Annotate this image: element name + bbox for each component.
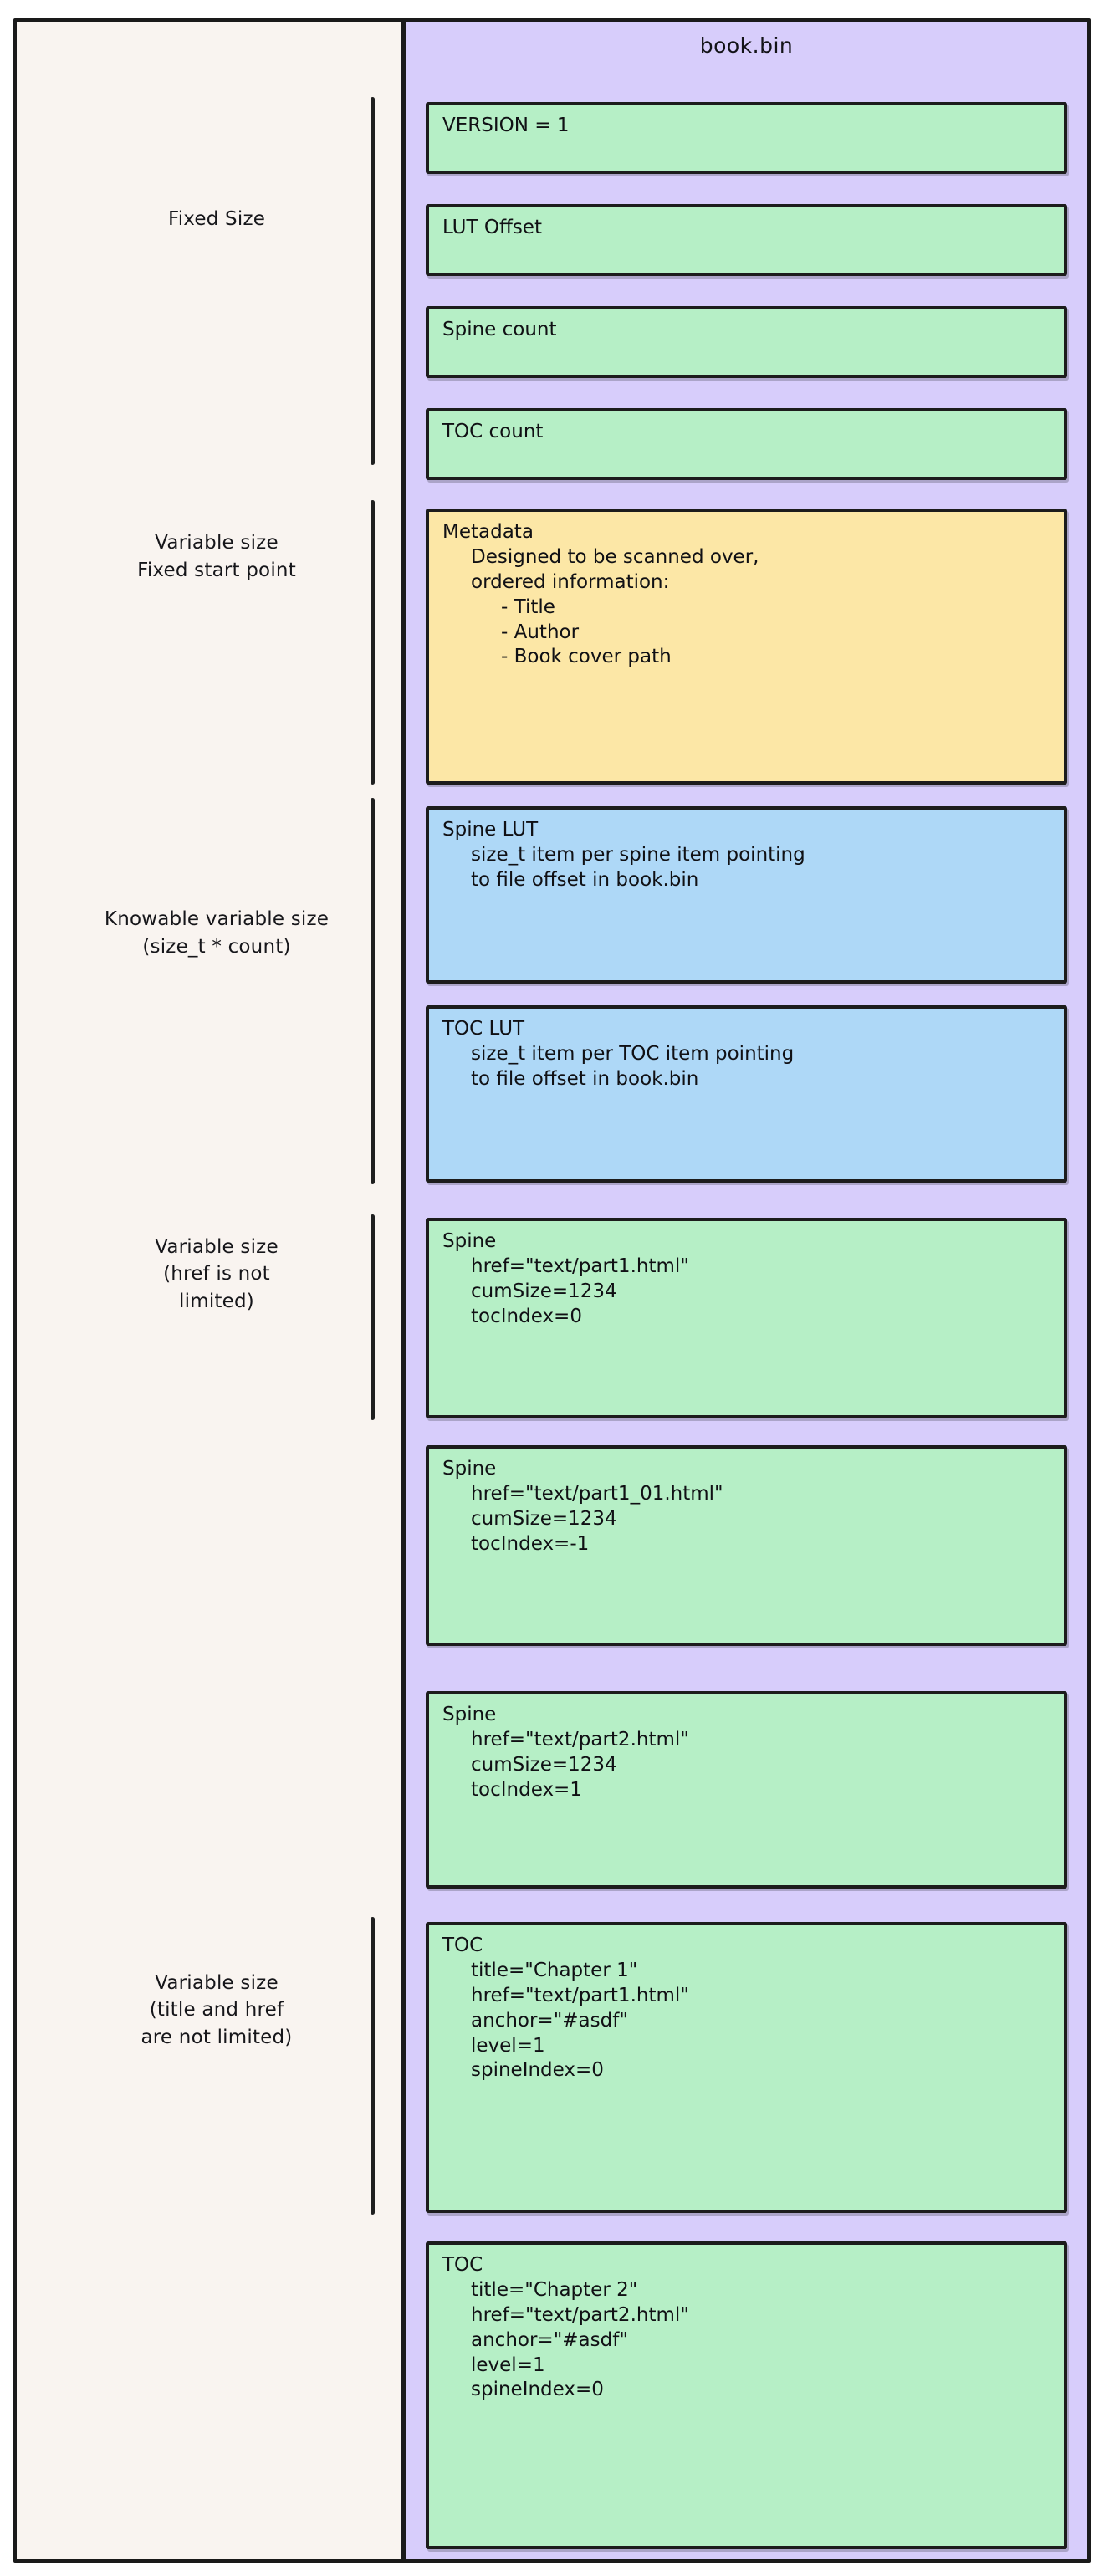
section-line: href="text/part2.html" (471, 1728, 689, 1751)
section-line: Metadata (442, 521, 534, 543)
section-line: anchor="#asdf" (471, 2009, 628, 2032)
section-line: cumSize=1234 (471, 1753, 617, 1776)
annotation-line: Variable size (155, 532, 279, 554)
section-line: href="text/part1.html" (471, 1984, 689, 2006)
section-line: - Title (501, 595, 555, 618)
annotation-line: (size_t * count) (142, 935, 291, 958)
section-line: to file offset in book.bin (471, 1067, 699, 1090)
section-line: cumSize=1234 (471, 1507, 617, 1530)
section-line: size_t item per TOC item pointing (471, 1042, 795, 1065)
annotation-line: Variable size (155, 1971, 279, 1994)
section-line: - Author (501, 621, 580, 643)
file-title: book.bin (699, 33, 794, 58)
section-line: Spine (442, 1704, 497, 1725)
section-line: to file offset in book.bin (471, 868, 699, 891)
section-line: Spine (442, 1230, 497, 1252)
annotation-line: Fixed Size (167, 207, 266, 230)
annotation-line: Fixed start point (137, 559, 296, 581)
section-line: spineIndex=0 (471, 2379, 604, 2401)
bracket-variable-title-href (371, 1917, 375, 2215)
section-line: level=1 (471, 2034, 545, 2057)
section-line: - Book cover path (501, 646, 672, 668)
bracket-variable-fixed-start (371, 500, 375, 785)
section-line: title="Chapter 2" (471, 2278, 638, 2301)
section-version: VERSION = 1 (426, 102, 1067, 174)
section-line: TOC count (442, 421, 544, 442)
section-line: href="text/part2.html" (471, 2303, 689, 2326)
section-line: href="text/part1_01.html" (471, 1482, 723, 1505)
annotation-line: (href is not (163, 1263, 270, 1285)
section-lut-offset: LUT Offset (426, 204, 1067, 276)
section-line: TOC LUT (442, 1018, 525, 1040)
annotation-line: Variable size (155, 1235, 279, 1258)
section-line: tocIndex=-1 (471, 1532, 590, 1555)
annotation-fixed-size: Fixed Size (79, 206, 355, 233)
annotation-line: Knowable variable size (104, 908, 330, 930)
section-toc-entry-1: TOC title="Chapter 1" href="text/part1.htm… (426, 1922, 1067, 2213)
section-line: cumSize=1234 (471, 1280, 617, 1302)
annotation-knowable-variable-size: Knowable variable size (size_t * count) (79, 906, 355, 960)
section-spine-entry-1: Spine href="text/part1.html" cumSize=1234 t… (426, 1218, 1067, 1418)
section-spine-count: Spine count (426, 306, 1067, 378)
bracket-fixed-size (371, 97, 375, 465)
section-toc-count: TOC count (426, 408, 1067, 480)
section-line: tocIndex=1 (471, 1778, 582, 1801)
annotation-variable-title-href: Variable size (title and href are not limi… (79, 1970, 355, 2052)
section-line: LUT Offset (442, 217, 542, 238)
annotation-line: are not limited) (141, 2026, 293, 2048)
section-line: TOC (442, 2254, 483, 2276)
section-line: Spine (442, 1458, 497, 1480)
bracket-knowable-variable-size (371, 798, 375, 1184)
section-line: Spine count (442, 319, 557, 340)
section-line: Designed to be scanned over, (471, 545, 759, 568)
section-line: spineIndex=0 (471, 2059, 604, 2082)
annotation-line: limited) (179, 1290, 254, 1312)
section-line: size_t item per spine item pointing (471, 843, 805, 866)
section-line: href="text/part1.html" (471, 1255, 689, 1277)
section-line: anchor="#asdf" (471, 2328, 628, 2351)
section-line: Spine LUT (442, 819, 539, 841)
section-line: tocIndex=0 (471, 1305, 582, 1327)
bracket-variable-href (371, 1214, 375, 1420)
annotation-line: (title and href (149, 1999, 284, 2021)
section-line: ordered information: (471, 570, 670, 593)
section-line: title="Chapter 1" (471, 1959, 638, 1981)
section-line: TOC (442, 1935, 483, 1956)
section-line: VERSION = 1 (442, 115, 570, 136)
annotation-variable-href: Variable size (href is not limited) (79, 1234, 355, 1316)
section-line: level=1 (471, 2354, 545, 2376)
